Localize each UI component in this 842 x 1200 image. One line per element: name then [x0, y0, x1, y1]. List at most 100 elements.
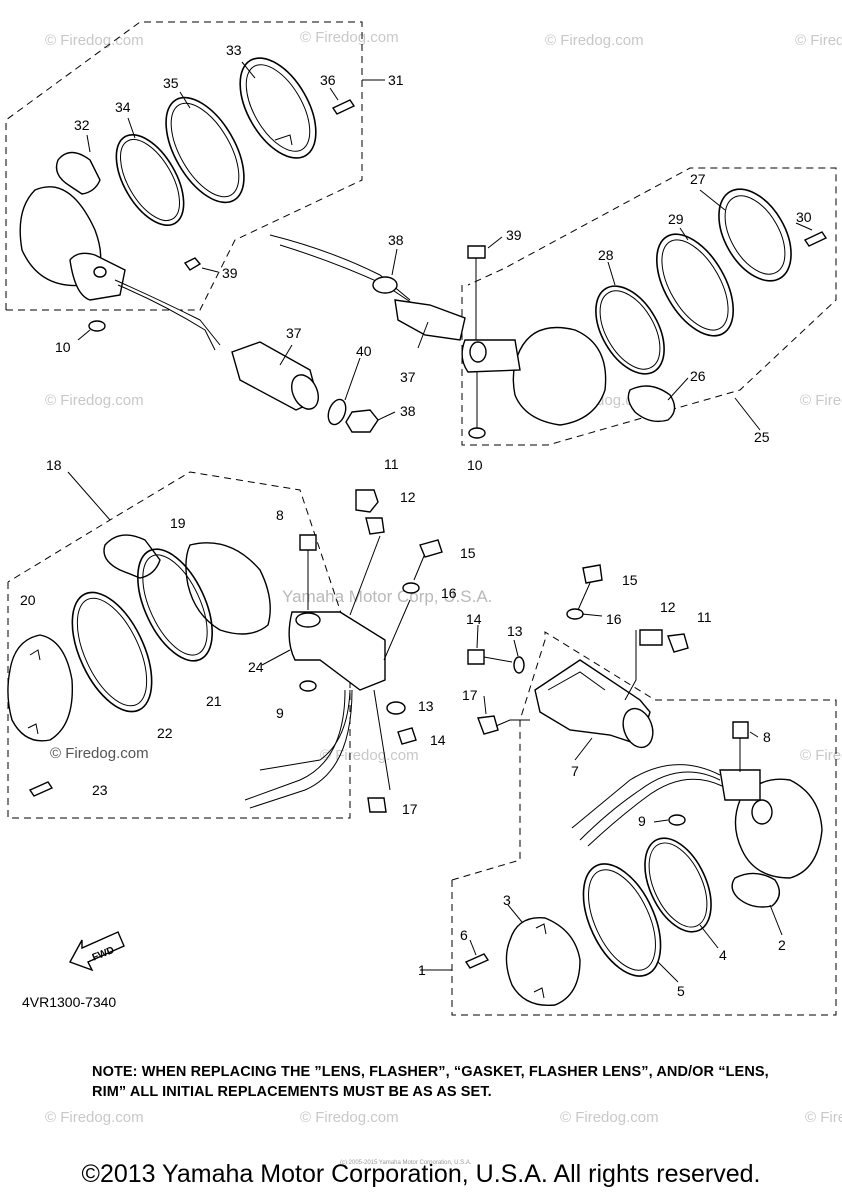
- washer: [513, 656, 525, 674]
- washer: [386, 701, 406, 715]
- gasket: [142, 554, 208, 656]
- wire-lead: [259, 689, 351, 771]
- callout-number: 35: [163, 75, 179, 91]
- leader-line: [513, 639, 519, 657]
- watermark-center: Yamaha Motor Corp, U.S.A.: [282, 587, 492, 606]
- wire-lead: [117, 284, 216, 351]
- front-left-flasher-assembly: [7, 471, 443, 819]
- stay-slot: [547, 671, 606, 691]
- lens: [661, 239, 729, 331]
- callout-number: 20: [20, 592, 36, 608]
- bulb: [55, 151, 101, 195]
- lens-rim: [724, 195, 786, 275]
- leader-line: [657, 961, 679, 983]
- washer: [566, 608, 584, 620]
- leader-line: [476, 624, 479, 649]
- replacement-note: NOTE: WHEN REPLACING THE ”LENS, FLASHER”…: [92, 1064, 769, 1100]
- callout-number: 16: [441, 585, 457, 601]
- lens: [71, 591, 153, 713]
- callout-number: 14: [430, 732, 446, 748]
- leader-line: [483, 695, 487, 715]
- watermark: © Firedog.com: [45, 1109, 144, 1126]
- callout-number: 2: [778, 937, 786, 953]
- rear-right-flasher-assembly: [269, 167, 837, 446]
- callout-number: 18: [46, 457, 62, 473]
- leader-line: [581, 613, 603, 617]
- flasher-housing: [185, 542, 271, 635]
- bulb-holder-end: [291, 374, 319, 410]
- leader-line: [699, 924, 719, 949]
- flasher-stay: [288, 611, 386, 691]
- drawing-code: 4VR1300-7340: [22, 994, 117, 1010]
- stay-end: [622, 707, 654, 749]
- leader-line: [699, 189, 726, 211]
- leader-line: [86, 134, 91, 153]
- collar: [639, 629, 663, 646]
- nut: [667, 633, 689, 653]
- mount-hole: [295, 612, 321, 628]
- lens-rim: [718, 188, 792, 282]
- washer: [402, 582, 420, 594]
- bolt: [419, 539, 443, 558]
- nut: [477, 715, 499, 735]
- callout-number: 6: [460, 927, 468, 943]
- callout-number: 19: [170, 515, 186, 531]
- bolt: [467, 245, 486, 259]
- wire-lead: [244, 689, 346, 801]
- lens: [165, 96, 245, 204]
- leader-line: [67, 471, 111, 521]
- callout-number: 13: [418, 698, 434, 714]
- leader-line: [383, 599, 411, 661]
- small-copyright: (c) 2005-2015 Yamaha Motor Corporation, …: [340, 1160, 472, 1166]
- bolt: [299, 534, 317, 551]
- leader-line: [201, 267, 219, 273]
- leader-line: [734, 397, 761, 431]
- leader-line: [179, 91, 191, 109]
- washer: [88, 320, 106, 332]
- lens: [588, 869, 656, 971]
- lens: [656, 233, 734, 337]
- watermark: © Firedog.com: [45, 32, 144, 49]
- gasket: [120, 139, 180, 221]
- callout-number: 36: [320, 72, 336, 88]
- callout-number: 4: [719, 947, 727, 963]
- callout-number: 17: [402, 801, 418, 817]
- wire-lead: [249, 689, 353, 809]
- rim-tab: [29, 649, 41, 661]
- watermark: © Firedog.com: [795, 32, 842, 49]
- gasket: [644, 837, 712, 933]
- callout-numbers: 33 35 36 31 34 32 39 10 37 27 30 29 28 3…: [20, 42, 812, 999]
- callout-number: 32: [74, 117, 90, 133]
- callout-number: 29: [668, 211, 684, 227]
- callout-number: 25: [754, 429, 770, 445]
- bulb-holder: [394, 299, 466, 341]
- callout-number: 21: [206, 693, 222, 709]
- bolt-shank: [413, 555, 425, 581]
- assembly-outline: [5, 21, 363, 311]
- watermark: © Firedog.com: [300, 1109, 399, 1126]
- callout-number: 15: [622, 572, 638, 588]
- leader-line: [607, 261, 616, 286]
- gasket: [595, 285, 665, 375]
- leader-line: [261, 649, 291, 666]
- lens: [170, 102, 240, 198]
- leader-line: [77, 329, 91, 341]
- callout-number: 11: [697, 609, 712, 625]
- callout-number: 12: [400, 489, 416, 505]
- watermark: © Firedog.com: [320, 747, 419, 764]
- assembly-outline: [461, 167, 837, 446]
- lens-rim: [239, 57, 317, 159]
- screw: [464, 953, 490, 969]
- callout-number: 14: [466, 611, 482, 627]
- callout-number: 37: [400, 369, 416, 385]
- callout-number: 8: [763, 729, 771, 745]
- bolt: [732, 721, 749, 739]
- leader-line: [373, 689, 391, 791]
- callout-number: 15: [460, 545, 476, 561]
- assembly-outline: [7, 471, 351, 819]
- watermark: © Firedog.com: [805, 1109, 842, 1126]
- wire-lead: [269, 234, 411, 301]
- callout-number: 27: [690, 171, 706, 187]
- bolt-shank: [483, 656, 513, 663]
- screw: [28, 781, 54, 797]
